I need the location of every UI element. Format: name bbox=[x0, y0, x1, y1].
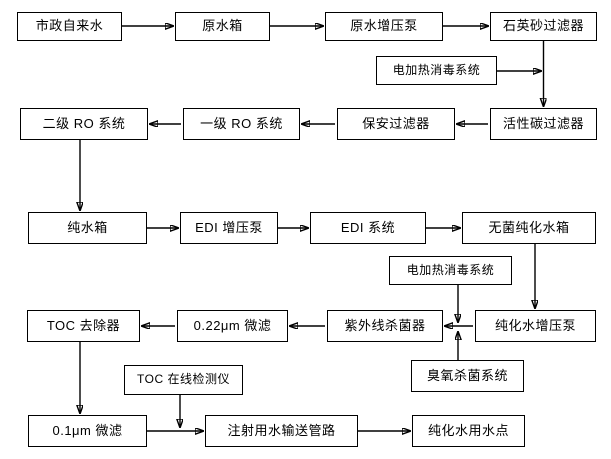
node-pure-water-tank[interactable]: 纯水箱 bbox=[28, 212, 147, 244]
node-purified-water-use-point[interactable]: 纯化水用水点 bbox=[412, 415, 525, 447]
node-electric-heating-sterilization-system-1[interactable]: 电加热消毒系统 bbox=[376, 56, 497, 85]
node-ozone-sterilization-system[interactable]: 臭氧杀菌系统 bbox=[411, 360, 524, 392]
node-wfi-distribution-loop[interactable]: 注射用水输送管路 bbox=[205, 415, 358, 447]
node-uv-sterilizer[interactable]: 紫外线杀菌器 bbox=[327, 310, 443, 342]
node-toc-online-analyzer[interactable]: TOC 在线检测仪 bbox=[124, 365, 243, 395]
node-microfilter-01um[interactable]: 0.1μm 微滤 bbox=[28, 415, 147, 447]
node-municipal-tap-water[interactable]: 市政自来水 bbox=[17, 12, 122, 41]
node-activated-carbon-filter[interactable]: 活性碳过滤器 bbox=[490, 108, 597, 140]
node-quartz-sand-filter[interactable]: 石英砂过滤器 bbox=[490, 12, 597, 41]
node-ro-stage-2-system[interactable]: 二级 RO 系统 bbox=[20, 108, 148, 140]
node-toc-remover[interactable]: TOC 去除器 bbox=[27, 310, 140, 342]
node-raw-water-booster-pump[interactable]: 原水增压泵 bbox=[325, 12, 443, 41]
node-raw-water-tank[interactable]: 原水箱 bbox=[175, 12, 270, 41]
node-security-filter[interactable]: 保安过滤器 bbox=[337, 108, 455, 140]
node-purified-water-booster-pump[interactable]: 纯化水增压泵 bbox=[475, 310, 596, 342]
node-microfilter-022um[interactable]: 0.22μm 微滤 bbox=[177, 310, 288, 342]
node-edi-system[interactable]: EDI 系统 bbox=[310, 212, 426, 244]
node-edi-booster-pump[interactable]: EDI 增压泵 bbox=[180, 212, 278, 244]
node-electric-heating-sterilization-system-2[interactable]: 电加热消毒系统 bbox=[389, 256, 512, 285]
node-sterile-purified-water-tank[interactable]: 无菌纯化水箱 bbox=[462, 212, 596, 244]
node-ro-stage-1-system[interactable]: 一级 RO 系统 bbox=[183, 108, 300, 140]
